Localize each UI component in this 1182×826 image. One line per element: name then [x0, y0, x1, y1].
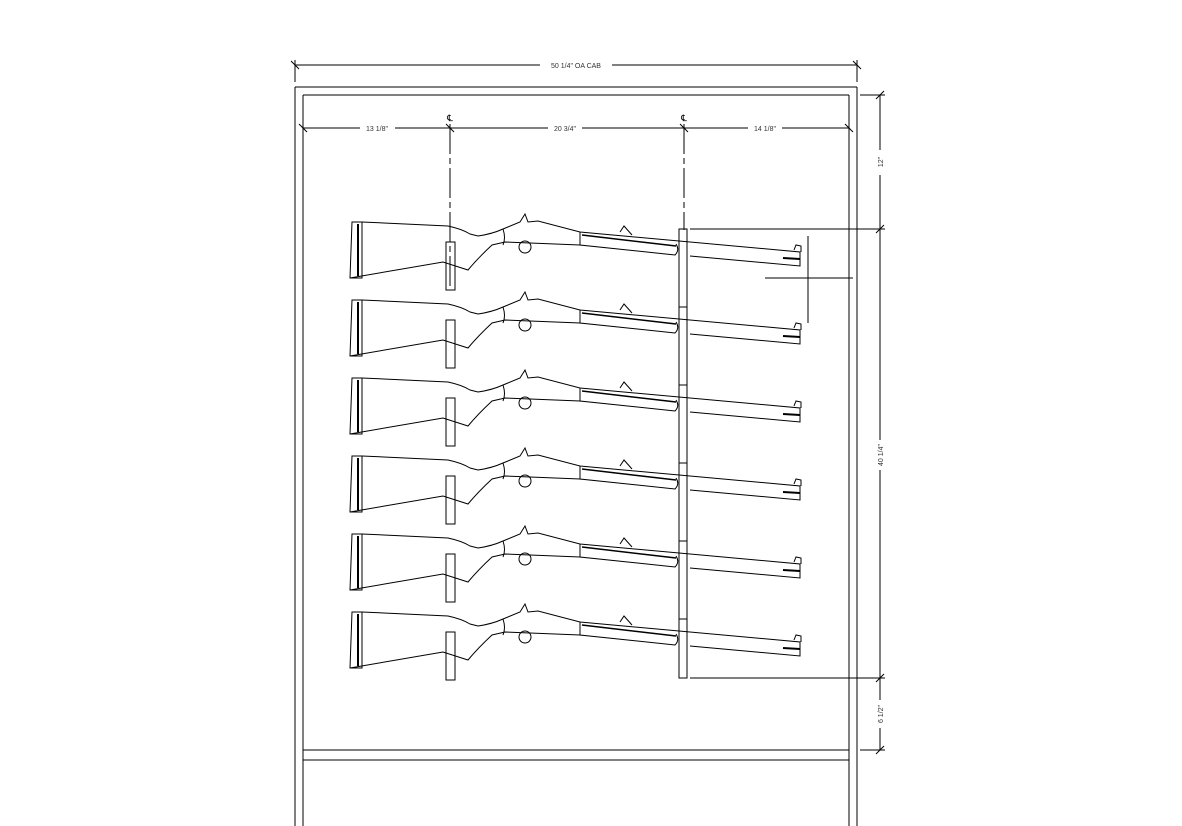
right-support-post [678, 228, 688, 679]
rack-height-label: 40 1/4" [878, 444, 885, 466]
bottom-clearance-label: 6 1/2" [878, 704, 885, 723]
spacing-dimensions [298, 123, 854, 290]
crosshair-mark [765, 236, 853, 323]
center-spacing-label: 20 3/4" [554, 126, 576, 133]
cabinet-outline [294, 86, 858, 826]
rifle-4 [349, 447, 802, 525]
left-offset-label: 13 1/8" [366, 126, 388, 133]
rifle-6 [349, 603, 802, 681]
rifle-2 [349, 291, 802, 369]
vertical-dimensions [690, 90, 885, 755]
centerline-symbol-left: ℄ [446, 113, 453, 123]
rifle-3 [349, 369, 802, 447]
overall-width-label: 50 1/4" OA CAB [551, 63, 601, 70]
top-clearance-label: 12" [878, 156, 885, 167]
rifle-1 [349, 213, 802, 291]
overall-width-dimension [290, 60, 862, 82]
centerline-symbol-right: ℄ [680, 113, 687, 123]
rifle-5 [349, 525, 802, 603]
right-offset-label: 14 1/8" [754, 126, 776, 133]
